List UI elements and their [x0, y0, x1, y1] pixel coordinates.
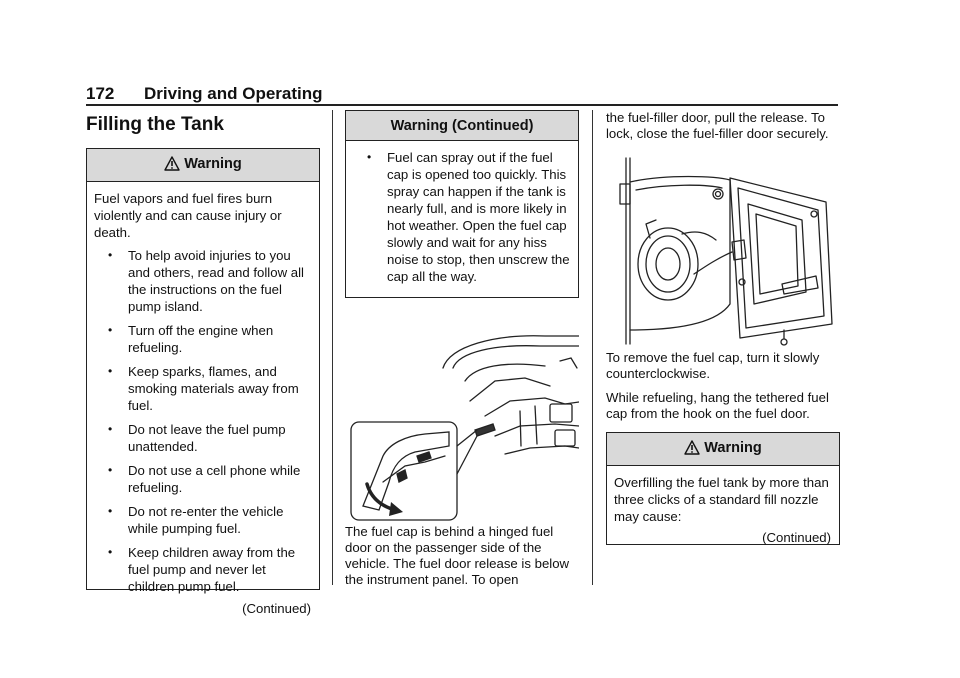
warning-bullet: Do not use a cell phone while refueling. — [94, 462, 311, 496]
fuel-cap-illustration — [606, 154, 840, 350]
overfill-warning-heading-text: Warning — [704, 440, 762, 456]
page-number: 172 — [86, 84, 115, 103]
continued-label: (Continued) — [242, 601, 311, 616]
warning-continued-heading: Warning (Continued) — [346, 111, 578, 141]
warning-bullet: Do not re-enter the vehicle while pumpin… — [94, 503, 311, 537]
warning-intro: Fuel vapors and fuel fires burn violentl… — [94, 191, 282, 240]
warning-continued-box: Warning (Continued) Fuel can spray out i… — [345, 110, 579, 298]
warning-heading: Warning — [87, 149, 319, 182]
fuel-door-lock-paragraph: the fuel-filler door, pull the release. … — [606, 110, 829, 141]
warning-bullet-list: Fuel can spray out if the fuel cap is op… — [353, 149, 570, 285]
column-divider — [332, 110, 333, 585]
warning-heading-text: Warning — [184, 156, 242, 172]
warning-triangle-icon — [684, 440, 700, 459]
warning-bullet: Do not leave the fuel pump unattended. — [94, 421, 311, 455]
overfill-warning-box: Warning Overfilling the fuel tank by mor… — [606, 432, 840, 545]
column-divider — [592, 110, 593, 585]
warning-bullet: Fuel can spray out if the fuel cap is op… — [353, 149, 570, 285]
warning-triangle-icon — [164, 156, 180, 175]
continued-label: (Continued) — [762, 530, 831, 545]
column-2: Warning (Continued) Fuel can spray out i… — [345, 110, 580, 596]
section-title: Driving and Operating — [144, 84, 323, 103]
warning-bullet-list: To help avoid injuries to you and others… — [94, 247, 311, 595]
warning-bullet: Keep sparks, flames, and smoking materia… — [94, 363, 311, 414]
overfill-warning-text: Overfilling the fuel tank by more than t… — [614, 475, 829, 524]
warning-bullet: Turn off the engine when refueling. — [94, 322, 311, 356]
fuel-door-paragraph: The fuel cap is behind a hinged fuel doo… — [345, 524, 570, 587]
page-header: 172 Driving and Operating — [86, 84, 838, 106]
remove-cap-paragraph: To remove the fuel cap, turn it slowly c… — [606, 350, 820, 381]
column-1: Filling the Tank Warning Fuel vapors and… — [86, 110, 320, 616]
warning-bullet: Keep children away from the fuel pump an… — [94, 544, 311, 595]
warning-bullet: To help avoid injuries to you and others… — [94, 247, 311, 315]
fuel-door-release-illustration — [345, 306, 580, 524]
column-3: the fuel-filler door, pull the release. … — [606, 110, 840, 545]
overfill-warning-heading: Warning — [607, 433, 839, 466]
page-title: Filling the Tank — [86, 114, 224, 135]
warning-box: Warning Fuel vapors and fuel fires burn … — [86, 148, 320, 616]
tethered-cap-paragraph: While refueling, hang the tethered fuel … — [606, 390, 829, 421]
